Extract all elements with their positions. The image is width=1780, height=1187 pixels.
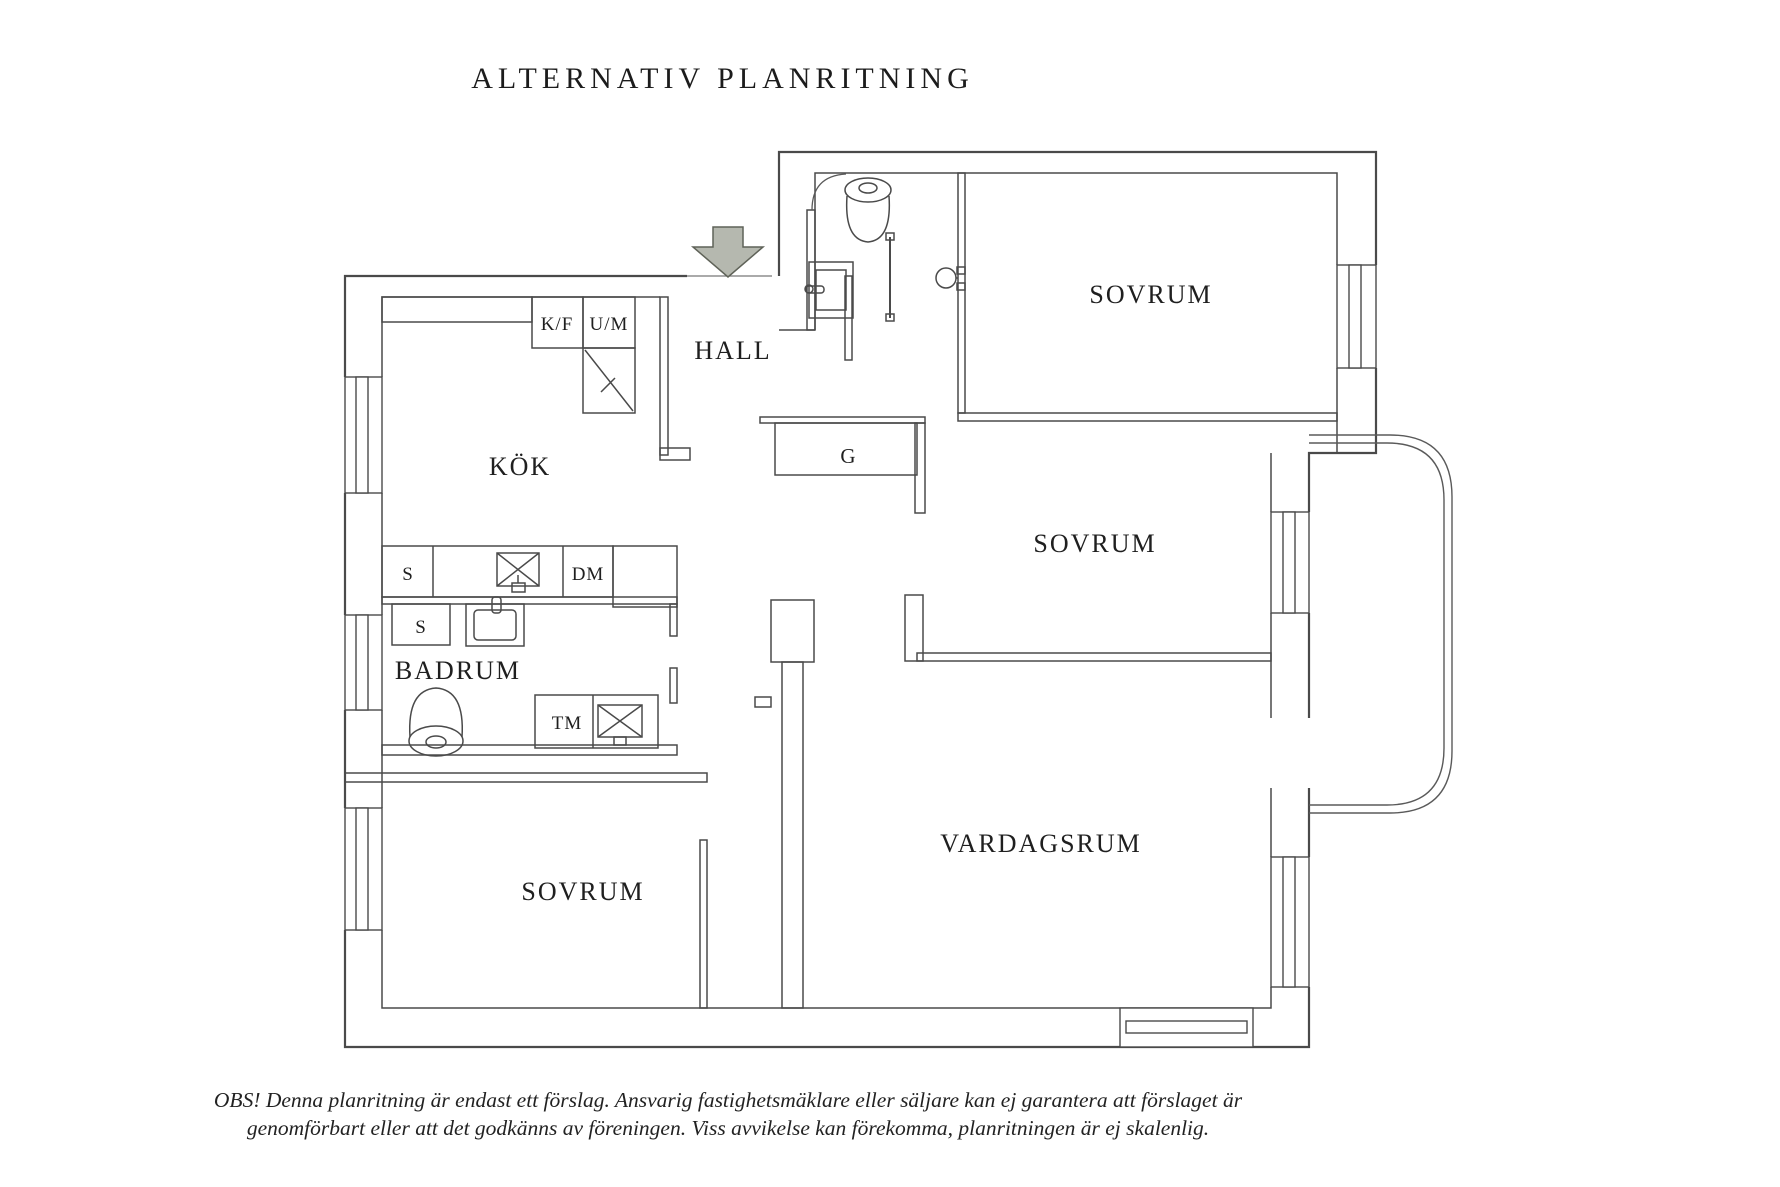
window-icon <box>344 376 383 494</box>
windows <box>344 264 1377 1048</box>
window-icon <box>344 807 383 931</box>
room-label-bedroom-middle: SOVRUM <box>1033 529 1156 558</box>
window-icon <box>344 614 383 711</box>
label-wardrobe: G <box>840 444 855 468</box>
room-label-kitchen: KÖK <box>489 452 551 481</box>
window-icon <box>1270 856 1310 988</box>
washbasin-icon <box>465 596 525 647</box>
disclaimer-line-2: genomförbart eller att det godkänns av f… <box>246 1116 1210 1140</box>
label-fridge-freezer: K/F <box>541 314 574 335</box>
label-dishwasher: DM <box>572 564 605 585</box>
label-kitchen-cabinet: S <box>402 564 414 585</box>
room-label-bedroom-bottom: SOVRUM <box>521 877 644 906</box>
wardrobe-box <box>774 422 918 476</box>
window-icon <box>1270 511 1310 614</box>
disclaimer-line-1: OBS! Denna planritning är endast ett för… <box>213 1088 1243 1112</box>
door-arc-icon <box>811 173 847 211</box>
bathroom-cabinet-box <box>391 603 451 646</box>
balcony-railing-icon <box>1309 434 1453 814</box>
outer-walls <box>343 150 1378 1049</box>
window-icon <box>1336 264 1377 369</box>
label-bathroom-cabinet: S <box>415 617 427 638</box>
interior-walls <box>344 172 1338 1009</box>
dryer-icon <box>597 704 643 746</box>
washbasin-icon <box>804 261 854 319</box>
wc-fixtures <box>804 177 966 322</box>
shower-head-icon <box>885 232 966 322</box>
label-oven-microwave: U/M <box>590 314 629 335</box>
kitchen-sink-icon <box>496 552 540 593</box>
window-icon <box>1119 1007 1254 1048</box>
corner-cabinet-icon <box>582 347 636 414</box>
entry-arrow-icon <box>690 226 766 278</box>
kitchen-counter <box>381 296 533 323</box>
toilet-icon <box>408 687 464 757</box>
page-title: ALTERNATIV PLANRITNING <box>471 62 974 95</box>
room-label-bathroom: BADRUM <box>395 656 521 685</box>
bathroom-fixtures <box>391 596 659 757</box>
room-label-hall: HALL <box>694 336 771 365</box>
room-label-bedroom-top: SOVRUM <box>1089 280 1212 309</box>
toilet-icon <box>844 177 892 243</box>
room-label-living-room: VARDAGSRUM <box>940 829 1142 858</box>
laundry-row <box>534 694 659 749</box>
counter-return <box>612 545 678 608</box>
label-washing-machine: TM <box>552 713 583 734</box>
